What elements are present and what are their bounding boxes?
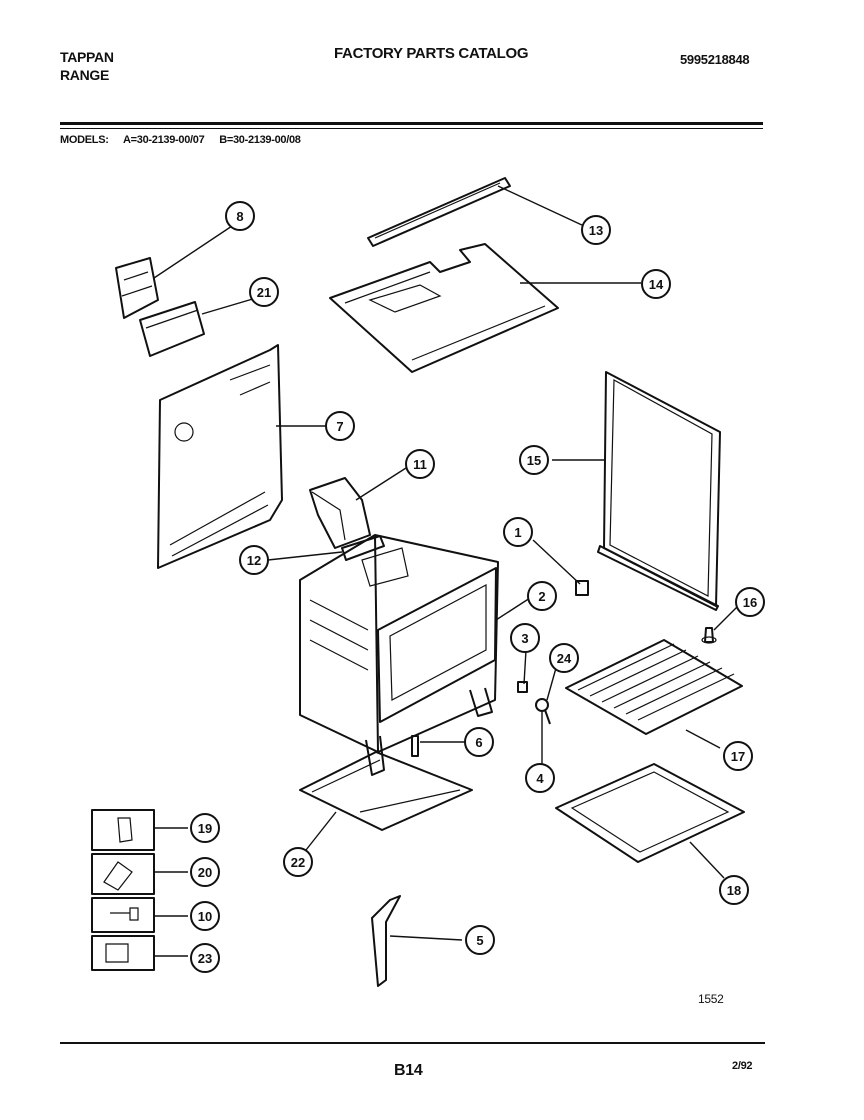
part-8-bracket — [115, 257, 159, 319]
callout-13: 13 — [581, 215, 611, 245]
part-7-back-panel — [157, 344, 283, 569]
callout-number: 15 — [527, 453, 541, 468]
callout-17: 17 — [723, 741, 753, 771]
callout-number: 19 — [198, 821, 212, 836]
callout-number: 24 — [557, 651, 572, 666]
callout-2: 2 — [527, 581, 557, 611]
callout-number: 16 — [743, 595, 757, 610]
callout-number: 22 — [291, 855, 305, 870]
callout-15: 15 — [519, 445, 549, 475]
callout-4: 4 — [525, 763, 555, 793]
callout-19: 19 — [190, 813, 220, 843]
brand-name: TAPPAN — [60, 49, 114, 65]
part-11-vent-duct — [309, 477, 371, 549]
leader-lines — [153, 185, 739, 957]
callout-number: 21 — [257, 285, 271, 300]
header-rule — [60, 122, 763, 125]
part-21-panel — [139, 301, 205, 357]
part-23-box — [91, 935, 155, 971]
part-16-leveling-leg — [701, 627, 717, 644]
callout-number: 2 — [538, 589, 545, 604]
callout-number: 7 — [336, 419, 343, 434]
revision-date: 2/92 — [732, 1060, 753, 1072]
callout-number: 6 — [475, 735, 482, 750]
part-13-trim-strip — [367, 177, 511, 247]
page-title: FACTORY PARTS CATALOG — [334, 45, 529, 62]
callout-number: 18 — [727, 883, 741, 898]
part-19-box — [91, 809, 155, 851]
part-1-knob — [575, 580, 589, 596]
part-10-box — [91, 897, 155, 933]
callout-3: 3 — [510, 623, 540, 653]
part-24-screw — [535, 698, 551, 725]
callout-number: 11 — [413, 457, 427, 472]
callout-24: 24 — [549, 643, 579, 673]
callout-5: 5 — [465, 925, 495, 955]
callout-number: 14 — [649, 277, 664, 292]
callout-1: 1 — [503, 517, 533, 547]
callout-number: 20 — [198, 865, 212, 880]
callout-number: 5 — [476, 933, 483, 948]
oven-body — [299, 534, 499, 776]
callout-number: 10 — [198, 909, 212, 924]
callout-14: 14 — [641, 269, 671, 299]
part-20-box — [91, 853, 155, 895]
catalog-number: 5995218848 — [680, 52, 750, 67]
callout-10: 10 — [190, 901, 220, 931]
drawing-number: 1552 — [698, 992, 724, 1006]
product-type: RANGE — [60, 67, 110, 83]
models-line: MODELS: A=30-2139-00/07 B=30-2139-00/08 — [60, 134, 313, 146]
part-17-oven-rack — [565, 639, 743, 735]
callout-number: 1 — [514, 525, 521, 540]
callout-6: 6 — [464, 727, 494, 757]
part-12-burner-piece — [341, 535, 385, 561]
footer-rule — [60, 1042, 765, 1044]
part-14-top-panel — [329, 243, 559, 373]
callout-11: 11 — [405, 449, 435, 479]
model-b: B=30-2139-00/08 — [219, 134, 301, 146]
callout-number: 8 — [236, 209, 243, 224]
callout-20: 20 — [190, 857, 220, 887]
part-5-bracket — [371, 895, 401, 987]
callout-number: 13 — [589, 223, 603, 238]
callout-22: 22 — [283, 847, 313, 877]
brand-block: TAPPAN RANGE — [60, 48, 114, 84]
callout-number: 3 — [521, 631, 528, 646]
models-label: MODELS: — [60, 134, 109, 146]
callout-16: 16 — [735, 587, 765, 617]
part-6-clip — [411, 735, 419, 757]
callout-number: 4 — [536, 771, 544, 786]
callout-12: 12 — [239, 545, 269, 575]
callout-number: 12 — [247, 553, 261, 568]
header-rule-thin — [60, 128, 763, 129]
part-3-nut — [517, 681, 528, 693]
callout-18: 18 — [719, 875, 749, 905]
part-18-broiler-pan — [555, 763, 745, 863]
model-a: A=30-2139-00/07 — [122, 134, 205, 146]
callout-number: 17 — [731, 749, 745, 764]
callout-23: 23 — [190, 943, 220, 973]
callout-8: 8 — [225, 201, 255, 231]
page-number: B14 — [394, 1062, 423, 1079]
part-22-bottom-panel — [299, 751, 473, 831]
callout-number: 23 — [198, 951, 212, 966]
callout-7: 7 — [325, 411, 355, 441]
part-15-door-frame — [597, 371, 721, 611]
callout-21: 21 — [249, 277, 279, 307]
